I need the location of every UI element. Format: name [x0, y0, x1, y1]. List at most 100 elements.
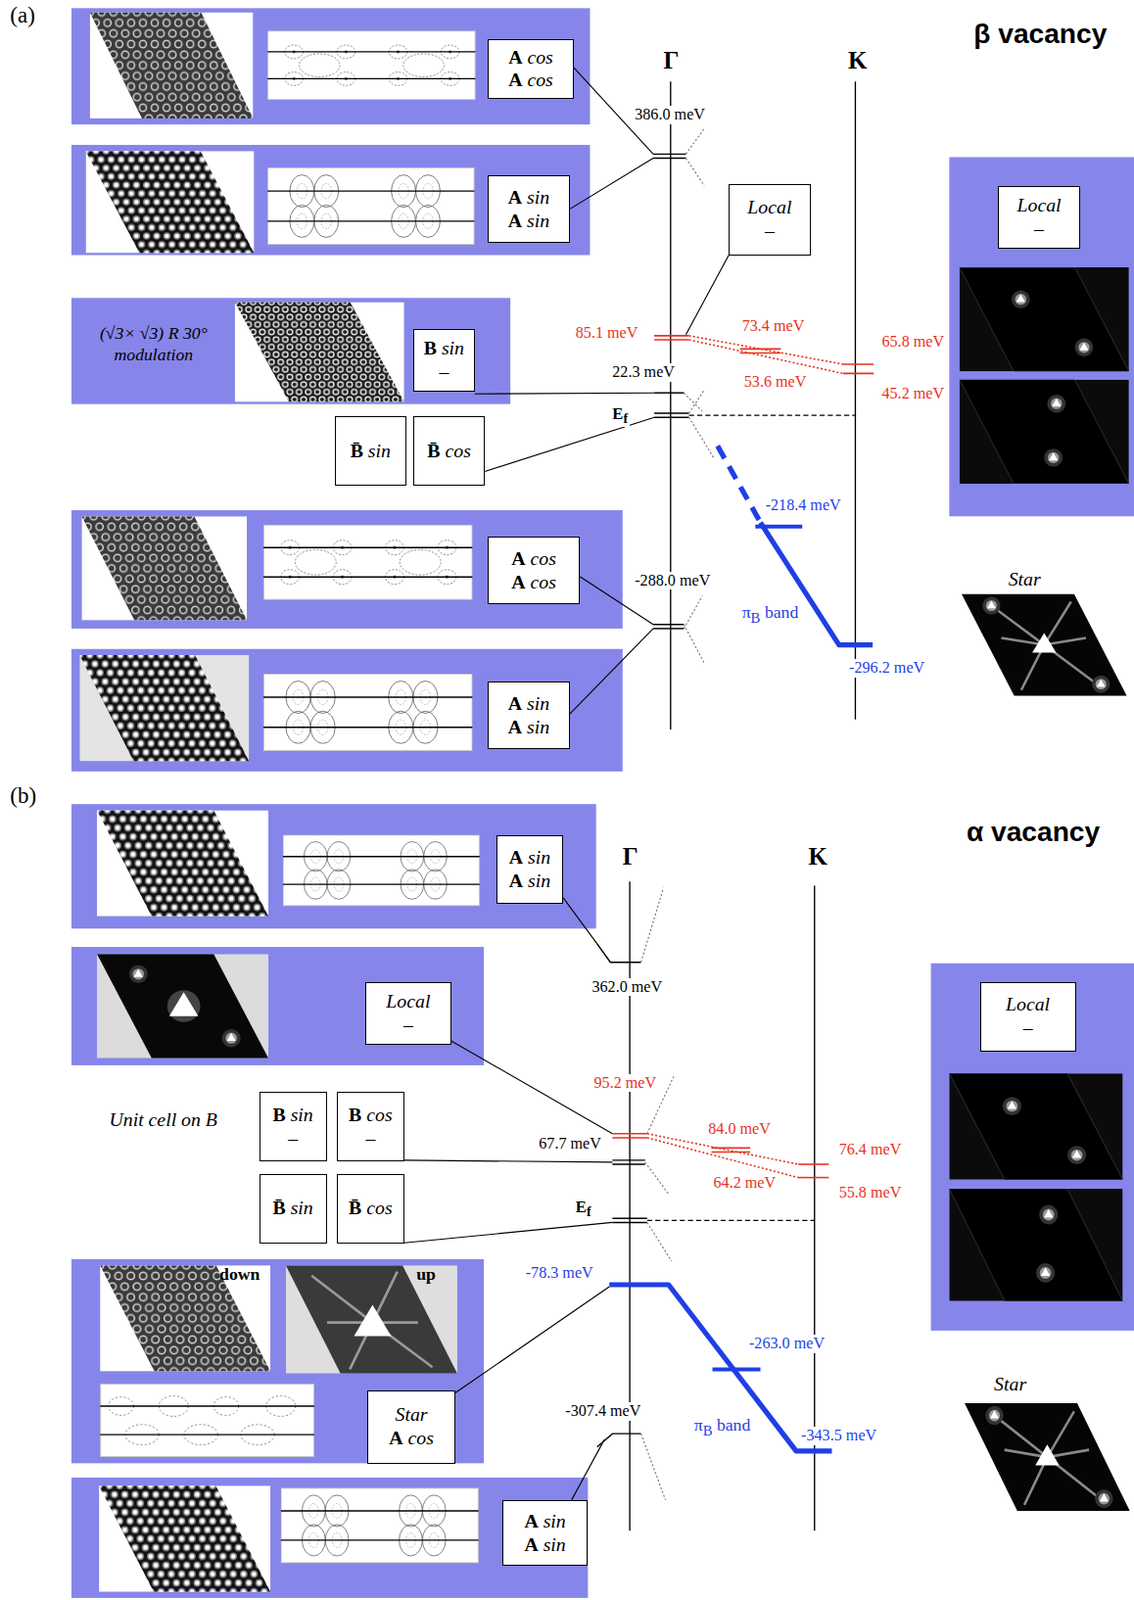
energy-level	[653, 153, 686, 155]
energy-label: -343.5 meV	[799, 1426, 879, 1446]
box-label: Local	[385, 990, 430, 1014]
contour-plot	[267, 31, 476, 100]
box-label: B cos	[348, 1103, 393, 1128]
label-box: A sinA sin	[487, 175, 569, 243]
leader-line	[685, 255, 729, 335]
label-box: B sin–	[413, 329, 475, 393]
stm-image	[99, 1265, 271, 1371]
text-part: A	[508, 186, 522, 208]
text-part: 64.2 meV	[712, 1174, 776, 1191]
figure-panel: (√3× √3) R 30° modulation B sin–	[71, 297, 511, 404]
text-part: α vacancy	[966, 816, 1100, 848]
text-part: K	[807, 843, 827, 870]
text-part: B̄	[426, 439, 440, 462]
text-part: (a)	[9, 2, 35, 28]
pi-band	[609, 445, 873, 1451]
energy-level	[653, 623, 684, 625]
label-box: A sinA sin	[502, 1500, 589, 1566]
panel-ground	[71, 803, 597, 929]
text-part: 45.2 meV	[881, 384, 945, 402]
panel-title: β vacancy	[971, 18, 1109, 50]
figure-panel: Local–	[948, 157, 1134, 518]
text-part: B̄	[350, 439, 364, 462]
text-part: B̄	[272, 1196, 285, 1219]
panel-letter: (a)	[7, 2, 37, 29]
text-part: B	[703, 1421, 713, 1438]
text-part: cos	[521, 46, 553, 68]
text-part: -296.2 meV	[849, 659, 925, 676]
text-part: 95.2 meV	[594, 1074, 658, 1091]
text-part: Local	[385, 990, 430, 1012]
text-part: A	[508, 209, 522, 232]
local-state-level	[798, 1163, 829, 1166]
panel-ground	[71, 144, 590, 256]
box-label: –	[1023, 1016, 1034, 1040]
text-part: 85.1 meV	[575, 324, 639, 341]
text-part: B	[424, 336, 437, 359]
contour-plot	[281, 1488, 479, 1563]
stm-image	[948, 1188, 1123, 1302]
stm-image	[86, 150, 255, 253]
energy-label: 362.0 meV	[589, 978, 664, 997]
local-state-level	[612, 1133, 647, 1135]
local-state-level	[843, 363, 874, 366]
box-label: A sin	[509, 869, 551, 894]
box-label: –	[403, 1013, 414, 1038]
text-part: π	[742, 602, 752, 622]
text-part: sin	[521, 186, 550, 208]
box-label: B sin	[424, 336, 465, 361]
energy-level	[653, 627, 684, 629]
leader-line	[404, 1160, 614, 1163]
figure-panel: A sinA sin	[71, 1477, 588, 1599]
contour-plot	[99, 1384, 315, 1458]
text-part: Unit cell on B	[108, 1108, 218, 1131]
energy-label: -78.3 meV	[523, 1264, 596, 1283]
text-part: A	[388, 1426, 403, 1449]
stm-image	[235, 301, 405, 402]
figure-panel: A sinA sin	[71, 144, 590, 256]
text-part: sin	[285, 1196, 314, 1219]
energy-label: 95.2 meV	[592, 1074, 660, 1093]
text-part: A	[509, 869, 523, 892]
energy-label: 85.1 meV	[573, 324, 641, 343]
text-part: Γ	[662, 47, 679, 74]
text-part: -218.4 meV	[765, 496, 842, 514]
text-part: β vacancy	[973, 18, 1107, 49]
text-part: A	[508, 46, 522, 68]
energy-label: 73.4 meV	[740, 317, 807, 336]
text-part: sin	[522, 846, 551, 868]
text-part: sin	[538, 1533, 567, 1556]
text-part: sin	[521, 715, 550, 738]
panel-ground	[71, 1259, 484, 1464]
text-part: K	[848, 47, 867, 74]
dispersion-guide	[685, 158, 705, 187]
stm-image	[90, 12, 254, 119]
image-label: Star	[1006, 567, 1043, 591]
local-state-level	[612, 1136, 647, 1139]
energy-label: -307.4 meV	[563, 1402, 643, 1421]
box-label: A sin	[509, 846, 551, 870]
label-box: B̄ cos	[413, 416, 485, 486]
text-part: 362.0 meV	[591, 978, 662, 995]
panel-caption: up	[416, 1263, 436, 1285]
energy-level	[612, 1218, 647, 1220]
text-part: (√3× √3) R 30° modulation	[99, 323, 208, 365]
text-part: 22.3 meV	[612, 363, 675, 380]
label-box: A cosA cos	[487, 536, 580, 605]
dispersion-guide	[689, 417, 715, 460]
local-state-level	[654, 338, 689, 341]
fermi-level	[647, 415, 856, 1221]
text-part: -78.3 meV	[525, 1264, 594, 1281]
stm-image	[96, 953, 269, 1058]
local-state-level	[647, 1137, 799, 1179]
label-box: Local–	[365, 982, 452, 1046]
figure-panel: downupStarA cos	[71, 1259, 484, 1464]
figure-panel: Local–	[931, 963, 1134, 1331]
band-label: πB band	[692, 1415, 754, 1440]
text-part: π	[694, 1415, 704, 1435]
box-label: A cos	[508, 68, 554, 93]
text-part: cos	[525, 570, 557, 593]
text-part: A	[511, 547, 525, 569]
text-part: 53.6 meV	[744, 373, 807, 390]
